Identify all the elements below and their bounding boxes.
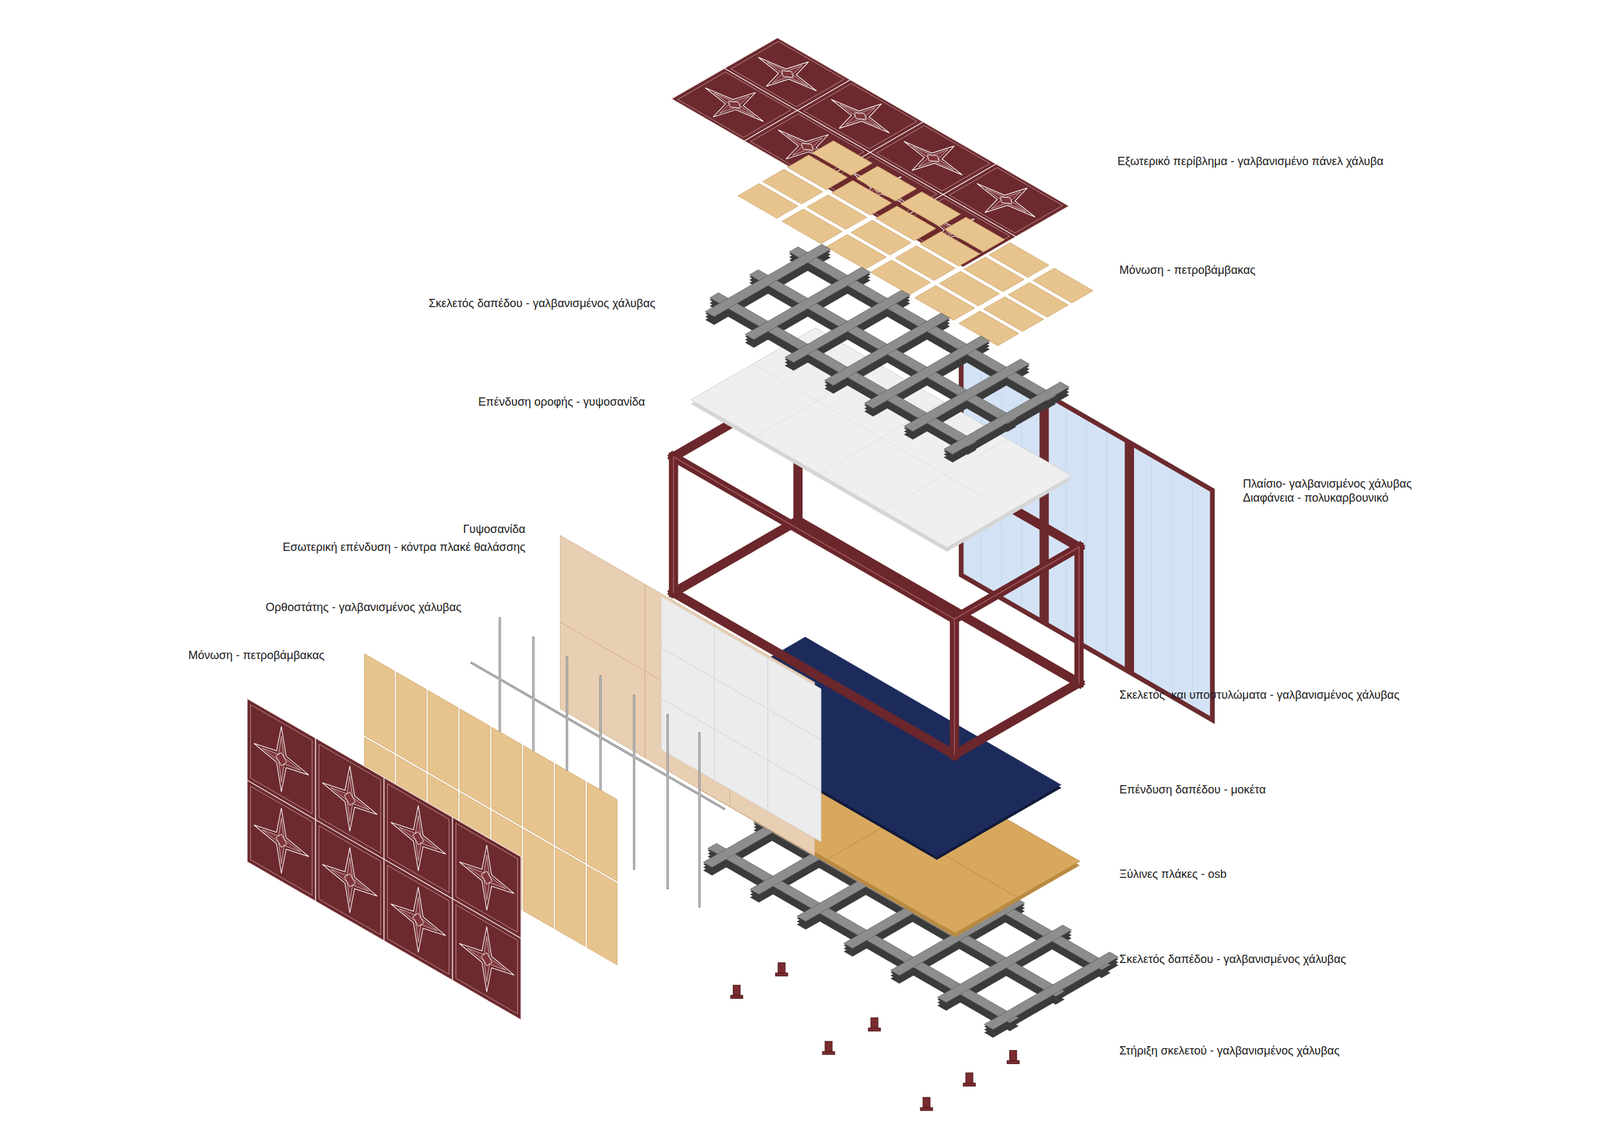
wall-cladding-panel: [247, 698, 521, 1021]
part-label: Επένδυση οροφής - γυψοσανίδα: [478, 394, 646, 409]
part-label: Επένδυση δαπέδου - μοκέτα: [1119, 782, 1266, 797]
part-label: Μόνωση - πετροβάμβακας: [188, 648, 325, 663]
roof-cladding-panel: [671, 37, 1069, 268]
part-label: Ορθοστάτης - γαλβανισμένος χάλυβας: [265, 600, 462, 615]
part-label: Εξωτερικό περίβλημα - γαλβανισμένο πάνελ…: [1117, 154, 1384, 169]
polycarbonate-wall: [959, 341, 1215, 724]
part-label: Στήριξη σκελετού - γαλβανισμένος χάλυβας: [1119, 1043, 1340, 1058]
part-label: Γυψοσανίδα: [462, 522, 526, 537]
part-label: Σκελετός και υποστυλώματα - γαλβανισμένο…: [1119, 688, 1400, 703]
roof-steel-grid: [695, 238, 1071, 464]
part-label: Ξύλινες πλάκες - osb: [1119, 867, 1227, 882]
part-label: Σκελετός δαπέδου - γαλβανισμένος χάλυβας: [428, 296, 656, 311]
part-label: Πλαίσιο- γαλβανισμένος χάλυβας: [1242, 476, 1412, 491]
part-label: Εσωτερική επένδυση - κόντρα πλακέ θαλάσσ…: [282, 540, 526, 555]
part-label: Μόνωση - πετροβάμβακας: [1119, 263, 1256, 278]
part-label: Διαφάνεια - πολυκαρβουνικό: [1242, 490, 1389, 505]
part-label: Σκελετός δαπέδου - γαλβανισμένος χάλυβας: [1119, 952, 1346, 967]
wall-gypsum-board: [661, 596, 822, 842]
